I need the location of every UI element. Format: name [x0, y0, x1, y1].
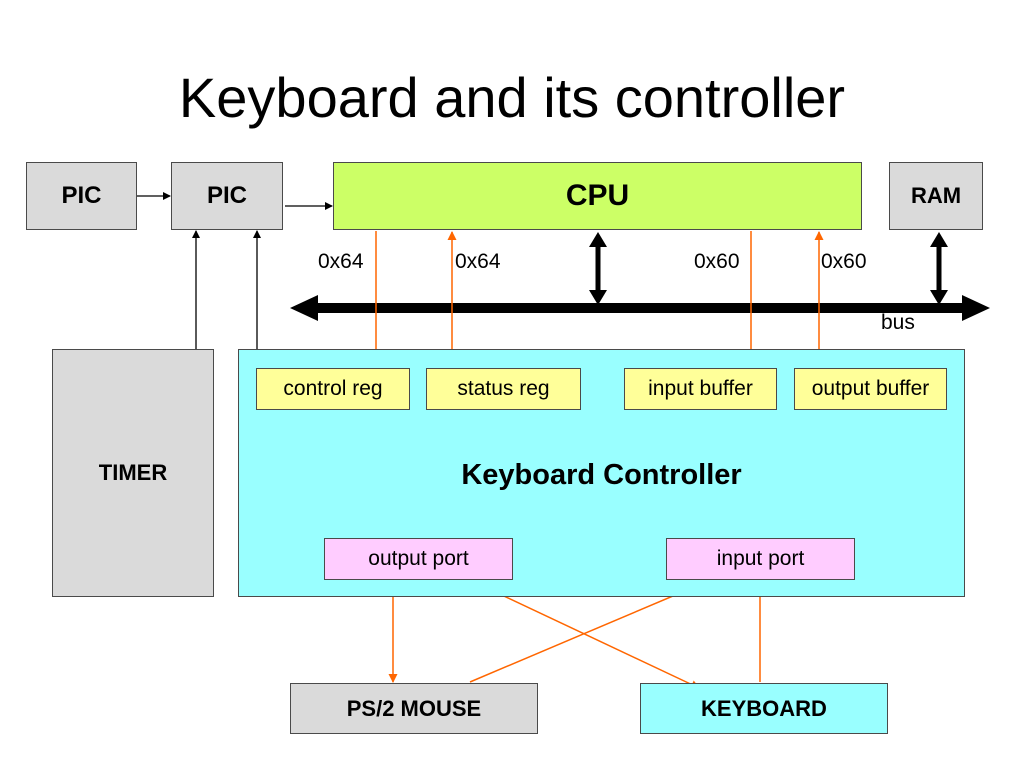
input-buffer-port-label: 0x60 — [694, 250, 740, 273]
cpu-bus-arrowhead-up — [589, 232, 607, 247]
output-port-label: output port — [368, 547, 469, 570]
control-reg-port-label: 0x64 — [318, 250, 364, 273]
timer-label: TIMER — [98, 460, 168, 485]
bus-label: bus — [881, 311, 915, 334]
pic1-label: PIC — [61, 182, 102, 209]
status-reg-block: status reg — [426, 368, 581, 410]
slide-title: Keyboard and its controller — [178, 66, 846, 129]
ram-bus-arrowhead-down — [930, 290, 948, 305]
control-reg-block: control reg — [256, 368, 410, 410]
cpu-bus-arrowhead-down — [589, 290, 607, 305]
output-buffer-block: output buffer — [794, 368, 947, 410]
output-buffer-label: output buffer — [811, 377, 930, 400]
ram-bus-arrowhead-up — [930, 232, 948, 247]
status-reg-port-label: 0x64 — [455, 250, 501, 273]
input-buffer-block: input buffer — [624, 368, 777, 410]
ps2-mouse-label: PS/2 MOUSE — [346, 695, 482, 721]
status-reg-label: status reg — [457, 377, 550, 400]
mouse-to-input-port-wire — [469, 580, 707, 683]
timer-block: TIMER — [52, 349, 214, 597]
ram-label: RAM — [910, 183, 962, 208]
pic2-block: PIC — [171, 162, 283, 230]
pic2-label: PIC — [206, 182, 247, 209]
control-reg-label: control reg — [283, 377, 383, 400]
input-port-block: input port — [666, 538, 855, 580]
cpu-block: CPU — [333, 162, 862, 230]
system-bus — [290, 295, 990, 321]
output-port-block: output port — [324, 538, 513, 580]
pic1-block: PIC — [26, 162, 137, 230]
input-port-label: input port — [716, 547, 805, 570]
ram-block: RAM — [889, 162, 983, 230]
keyboard-controller-label: Keyboard Controller — [461, 459, 742, 491]
keyboard-block: KEYBOARD — [640, 683, 888, 734]
keyboard-label: KEYBOARD — [701, 695, 827, 721]
cpu-label: CPU — [565, 179, 630, 212]
input-buffer-label: input buffer — [648, 377, 753, 400]
ps2-mouse-block: PS/2 MOUSE — [290, 683, 538, 734]
output-buffer-port-label: 0x60 — [821, 250, 867, 273]
